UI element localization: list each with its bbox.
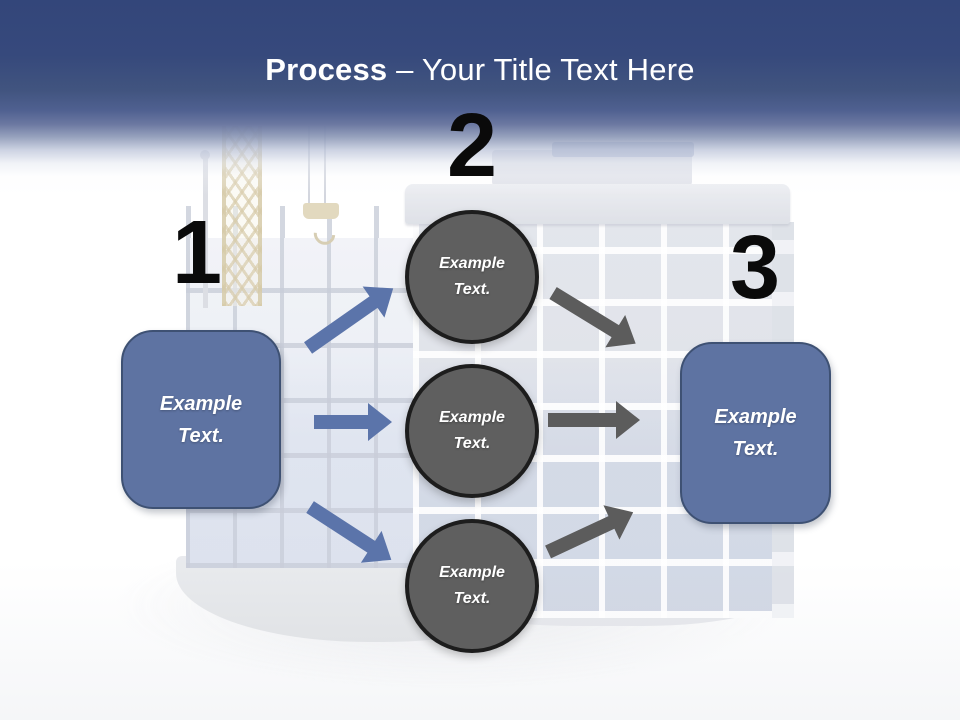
step2-circle-2[interactable]: Example Text. <box>405 364 539 498</box>
step3-box-label: Example Text. <box>714 406 797 460</box>
step2-circle-1[interactable]: Example Text. <box>405 210 539 344</box>
step-number-3[interactable]: 3 <box>729 218 781 318</box>
step1-box[interactable]: Example Text. <box>121 330 281 509</box>
title-placeholder: – Your Title Text Here <box>396 52 695 87</box>
rooftop-slab-edge <box>552 142 694 157</box>
step2-circle-2-label: Example Text. <box>439 408 505 452</box>
crane-pulley-block <box>303 203 339 219</box>
crane-cable <box>324 126 326 206</box>
step2-circle-3[interactable]: Example Text. <box>405 519 539 653</box>
arrow-down-right-icon[interactable] <box>299 490 402 576</box>
arrow-right-icon[interactable] <box>314 402 392 442</box>
title-keyword: Process <box>265 52 388 87</box>
step-number-2[interactable]: 2 <box>446 96 498 196</box>
crane-cable <box>308 126 310 206</box>
slide-title[interactable]: Process – Your Title Text Here <box>0 52 960 88</box>
step1-box-label: Example Text. <box>159 392 243 447</box>
step-number-1[interactable]: 1 <box>171 203 223 303</box>
step2-circle-1-label: Example Text. <box>439 254 505 298</box>
arrow-down-right-icon[interactable] <box>543 276 647 361</box>
crane-hook-icon <box>309 218 340 250</box>
step2-circle-3-label: Example Text. <box>439 563 505 607</box>
step3-box[interactable]: Example Text. <box>680 342 831 524</box>
crane-pole-cap <box>200 150 210 160</box>
arrow-right-icon[interactable] <box>548 400 640 440</box>
arrow-up-right-icon[interactable] <box>540 494 642 570</box>
arrow-up-right-icon[interactable] <box>297 272 405 364</box>
